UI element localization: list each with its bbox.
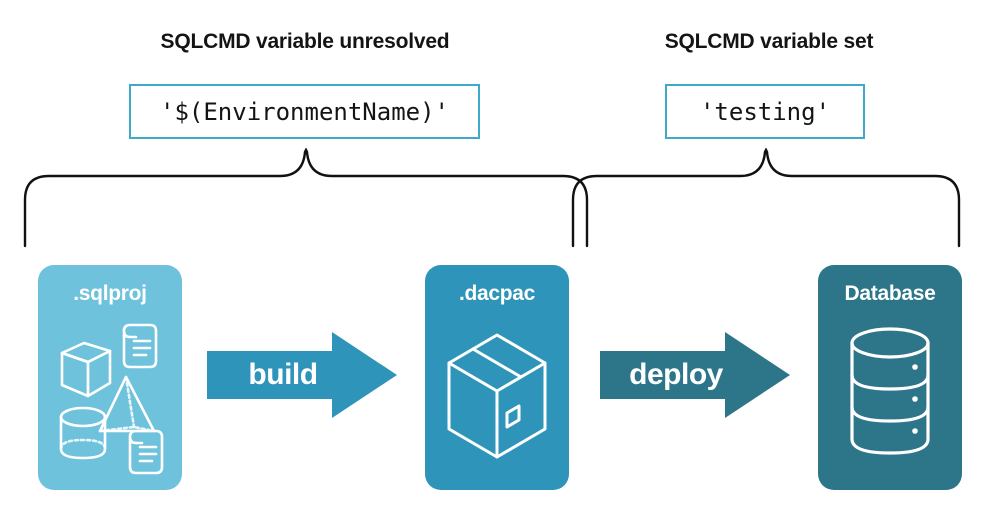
stage-art-dacpac: [425, 317, 569, 485]
brace-right: [570, 148, 962, 248]
stage-art-database: [818, 317, 962, 485]
arrow-deploy: deploy: [600, 332, 790, 418]
cube-icon: [60, 341, 112, 398]
pyramid-icon: [98, 375, 156, 433]
cylinder-icon: [59, 406, 107, 460]
scroll-icon: [128, 429, 164, 475]
stage-label-dacpac: .dacpac: [458, 282, 536, 305]
brace-left: [22, 148, 590, 248]
annotation-heading-right: SQLCMD variable set: [664, 30, 874, 53]
database-cylinder-icon: [850, 327, 930, 455]
arrow-build: build: [207, 332, 397, 418]
annotation-heading-left: SQLCMD variable unresolved: [160, 30, 450, 53]
stage-art-sqlproj: [38, 317, 182, 485]
stage-box-database[interactable]: Database: [818, 265, 962, 490]
stage-box-dacpac[interactable]: .dacpac: [425, 265, 569, 490]
package-box-icon: [447, 333, 547, 459]
stage-box-sqlproj[interactable]: .sqlproj: [38, 265, 182, 490]
sqlcmd-variable-value-left: '$(EnvironmentName)': [129, 84, 480, 139]
stage-label-sqlproj: .sqlproj: [73, 282, 147, 305]
scroll-icon: [122, 323, 158, 369]
sqlcmd-variable-value-right: 'testing': [665, 84, 865, 139]
stage-label-database: Database: [844, 282, 936, 305]
